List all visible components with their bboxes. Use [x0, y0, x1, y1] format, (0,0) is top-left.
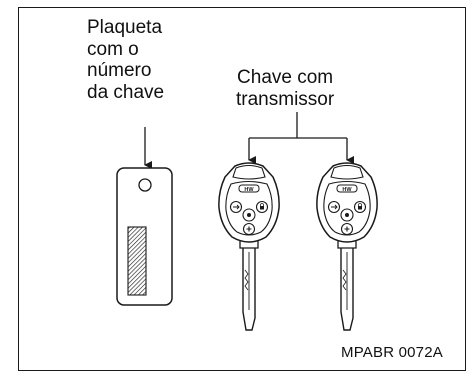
tag-hole-icon: [138, 178, 152, 192]
key-caption: Chave com transmissor: [236, 67, 334, 110]
key-arrows: [248, 112, 354, 164]
badge-text: HW: [244, 187, 254, 193]
tag-caption-line-3: número: [87, 60, 152, 81]
tag-caption-line-1: Plaqueta: [87, 17, 163, 38]
key-number-tag: [116, 167, 173, 306]
key-caption-line-1: Chave com: [237, 67, 334, 88]
tag-caption: Plaqueta com o número da chave: [87, 17, 164, 103]
figure-code: MPABR 0072A: [341, 344, 443, 361]
tag-number-plate: [127, 226, 147, 296]
remote-key-right: [316, 162, 378, 331]
figure-frame: [18, 7, 466, 371]
key-caption-line-2: transmissor: [236, 88, 335, 110]
tag-caption-line-2: com o: [87, 38, 139, 60]
remote-key-left: HW: [218, 162, 280, 331]
tag-caption-line-4: da chave: [87, 81, 165, 103]
